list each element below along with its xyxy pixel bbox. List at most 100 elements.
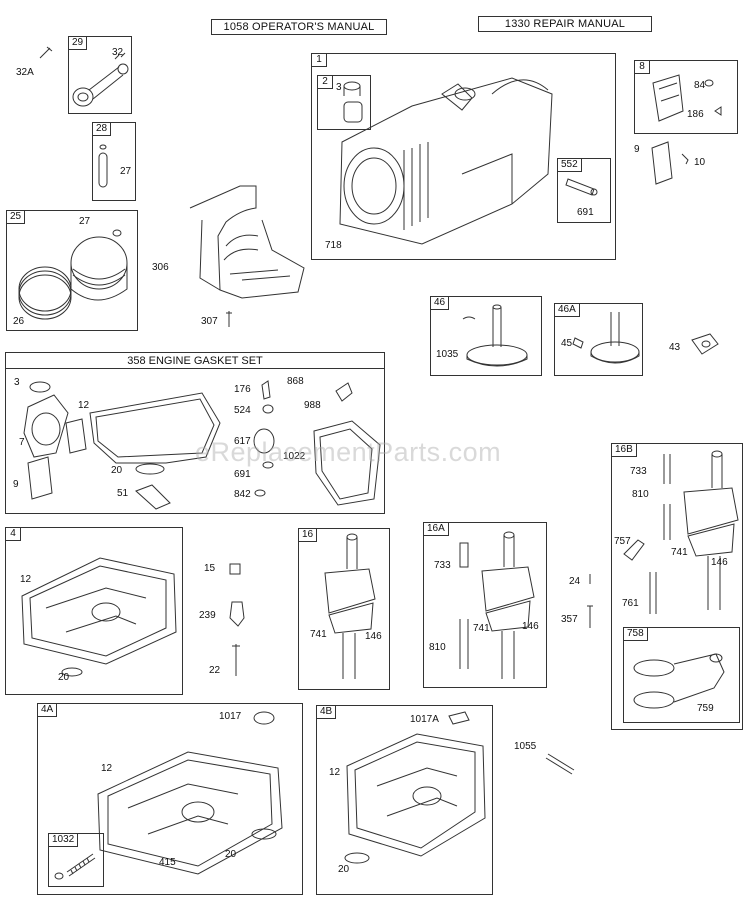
governor-part-43-drawing [688,330,724,360]
blower-housing-drawing [180,180,315,310]
bushing-drawing [318,76,372,131]
part-label: 186 [687,109,704,120]
part-label: 32A [16,67,34,78]
part-label: 1055 [514,741,537,752]
part-box-2[interactable]: 2 [317,75,371,130]
part-label: 3 [336,82,342,93]
part-label: 761 [622,598,639,609]
part-label: 1017 [219,711,242,722]
part-box-16a[interactable]: 16A [423,522,547,688]
part-box-46[interactable]: 46 [430,296,542,376]
part-box-29[interactable]: 29 [68,36,132,114]
part-label: 22 [209,665,221,676]
box-tag: 16B [611,443,637,457]
part-label: 868 [287,376,304,387]
box-tag: 25 [6,210,26,224]
part-label: 20 [225,849,237,860]
part-label: 691 [234,469,251,480]
part-label: 239 [199,610,216,621]
box-tag: 4A [37,703,58,717]
engine-sump-drawing [6,528,184,696]
part-label: 741 [473,623,490,634]
part-label: 691 [577,207,594,218]
crankshaft-16a-drawing [424,523,548,689]
part-label: 733 [434,560,451,571]
screw-307-drawing [224,309,234,329]
part-label: 12 [78,400,90,411]
dowel-pin-drawing [558,159,612,224]
part-box-8[interactable]: 8 [634,60,738,134]
box-tag: 16A [423,522,449,536]
part-label: 20 [338,864,350,875]
part-label: 32 [112,47,124,58]
gasket-set-box[interactable] [5,352,385,514]
part-label: 45 [561,338,573,349]
part-label: 27 [120,166,132,177]
part-label: 10 [694,157,706,168]
part-label: 1022 [283,451,306,462]
box-tag: 1 [311,53,327,67]
part-box-46a[interactable]: 46A [554,303,643,376]
bolt-32a-drawing [38,46,54,60]
part-box-16[interactable]: 16 [298,528,390,690]
part-box-1[interactable]: 1 [311,53,616,260]
part-label: 146 [711,557,728,568]
part-box-28[interactable]: 28 [92,122,136,201]
part-label: 12 [329,767,341,778]
part-label: 357 [561,614,578,625]
box-tag: 46 [430,296,450,310]
part-label: 415 [159,857,176,868]
part-box-552[interactable]: 552 [557,158,611,223]
box-tag: 29 [68,36,88,50]
box-tag: 46A [554,303,580,317]
box-tag: 552 [557,158,582,172]
box-tag: 28 [92,122,112,136]
part-label: 51 [117,488,129,499]
part-label: 718 [325,240,342,251]
part-label: 20 [111,465,123,476]
part-label: 524 [234,405,251,416]
gasket-set-drawing [6,353,386,515]
breather-gasket-drawing [648,140,708,190]
part-label: 1035 [436,349,459,360]
crankshaft-drawing [299,529,391,691]
box-tag: 4B [316,705,337,719]
part-label: 9 [13,479,19,490]
part-label: 810 [632,489,649,500]
part-label: 27 [79,216,91,227]
spring-1032-drawing [49,834,105,888]
part-label: 146 [522,621,539,632]
part-label: 1017A [410,714,439,725]
camshaft-drawing [431,297,543,377]
box-tag: 4 [5,527,21,541]
watermark: eReplacementParts.com [195,437,502,467]
part-label: 306 [152,262,169,273]
part-box-4[interactable]: 4 [5,527,183,695]
part-label: 757 [614,536,631,547]
box-tag: 8 [634,60,650,74]
engine-sump-4b-drawing [317,706,494,896]
operators-manual-label[interactable]: 1058 OPERATOR'S MANUAL [211,19,387,35]
box-tag: 16 [298,528,318,542]
part-label: 9 [634,144,640,155]
part-label: 26 [13,316,25,327]
part-box-4b[interactable]: 4B [316,705,493,895]
part-label: 12 [20,574,32,585]
part-label: 810 [429,642,446,653]
part-box-1032[interactable]: 1032 [48,833,104,887]
part-label: 733 [630,466,647,477]
governor-parts-drawing [222,560,252,680]
part-label: 759 [697,703,714,714]
cylinder-block-drawing [312,54,617,261]
part-box-758[interactable]: 758 [623,627,740,723]
part-label: 176 [234,384,251,395]
part-label: 20 [58,672,70,683]
part-box-4a[interactable]: 4A [37,703,303,895]
part-label: 43 [669,342,681,353]
part-box-25[interactable]: 25 [6,210,138,331]
box-tag: 758 [623,627,648,641]
part-box-16b[interactable]: 16B [611,443,743,730]
part-label: 146 [365,631,382,642]
pin-1055-drawing [542,752,576,780]
repair-manual-label[interactable]: 1330 REPAIR MANUAL [478,16,652,32]
